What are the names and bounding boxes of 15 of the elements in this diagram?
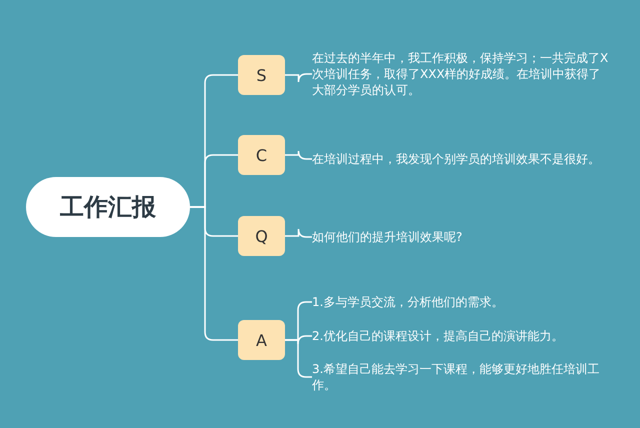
branch-text: 3.希望自己能去学习一下课程，能够更好地胜任培训工作。 [312, 358, 612, 396]
connector-line [285, 73, 312, 83]
letter-box: S [238, 55, 285, 95]
connector-line [190, 206, 238, 341]
branch-text: 在培训过程中，我发现个别学员的培训效果不是很好。 [312, 140, 612, 178]
connector-line [285, 228, 312, 238]
branch-text: 2.优化自己的课程设计，提高自己的演讲能力。 [312, 327, 612, 345]
branch-text: 如何他们的提升培训效果呢? [312, 228, 612, 246]
letter-box: Q [238, 216, 285, 256]
branch-text: 在过去的半年中，我工作积极，保持学习；一共完成了X次培训任务，取得了XXX样的好成绩。在培训中获得了大部分学员的认可。 [312, 47, 612, 101]
branch-text: 1.多与学员交流，分析他们的需求。 [312, 293, 612, 311]
topic-pill: 工作汇报 [26, 177, 190, 237]
connector-line [285, 150, 312, 160]
letter-box: C [238, 135, 285, 175]
letter-box: A [238, 320, 285, 360]
